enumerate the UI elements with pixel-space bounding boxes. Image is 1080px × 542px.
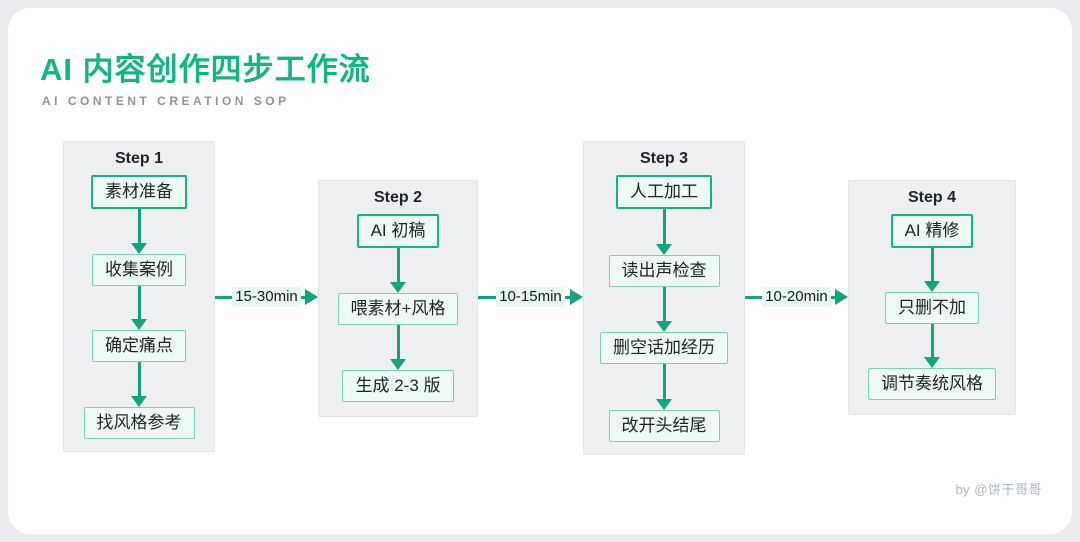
connector-label: 10-15min <box>496 287 565 307</box>
down-arrow-icon <box>584 209 744 255</box>
flow-box: 只删不加 <box>885 292 979 324</box>
flow-box: 调节奏统风格 <box>868 368 996 400</box>
flow-box: AI 精修 <box>890 214 974 248</box>
flow-box: 删空话加经历 <box>600 332 728 365</box>
down-arrow-icon <box>64 285 214 331</box>
right-arrowhead-icon <box>570 289 583 305</box>
page-subtitle: AI CONTENT CREATION SOP <box>42 94 290 108</box>
connector-arrow-3: 10-20min <box>745 286 848 308</box>
column-header: Step 3 <box>639 150 688 167</box>
flow-box: 改开头结尾 <box>608 410 720 443</box>
down-arrow-icon <box>64 209 214 254</box>
flow-box: 喂素材+风格 <box>337 293 459 325</box>
connector-arrow-1: 15-30min <box>215 286 318 308</box>
down-arrow-icon <box>849 248 1015 292</box>
credit-byline: by @饼干哥哥 <box>955 482 1042 497</box>
right-arrowhead-icon <box>305 289 318 305</box>
down-arrow-icon <box>319 325 477 370</box>
flow-column-step-2: Step 2 AI 初稿 喂素材+风格 生成 2-3 版 <box>318 180 478 417</box>
page-title: AI 内容创作四步工作流 <box>40 52 371 87</box>
connector-label: 15-30min <box>232 287 301 307</box>
column-header: Step 1 <box>114 150 163 167</box>
flow-column-step-3: Step 3 人工加工 读出声检查 删空话加经历 改开头结尾 <box>583 141 745 455</box>
flow-box: 人工加工 <box>616 175 712 209</box>
column-header: Step 2 <box>373 189 422 206</box>
flow-box: 读出声检查 <box>608 254 720 287</box>
down-arrow-icon <box>584 364 744 410</box>
flow-box: 素材准备 <box>91 175 187 209</box>
flow-column-step-4: Step 4 AI 精修 只删不加 调节奏统风格 <box>848 180 1016 415</box>
connector-label: 10-20min <box>762 287 831 307</box>
flow-box: 确定痛点 <box>92 330 186 363</box>
infographic-card: AI 内容创作四步工作流 AI CONTENT CREATION SOP Ste… <box>8 8 1072 534</box>
flow-box: AI 初稿 <box>356 214 440 248</box>
right-arrowhead-icon <box>835 289 848 305</box>
down-arrow-icon <box>64 362 214 407</box>
flow-box: 生成 2-3 版 <box>342 370 454 402</box>
down-arrow-icon <box>849 324 1015 368</box>
flow-column-step-1: Step 1 素材准备 收集案例 确定痛点 找风格参考 <box>63 141 215 452</box>
flow-box: 收集案例 <box>92 253 186 286</box>
flow-box: 找风格参考 <box>83 407 195 440</box>
down-arrow-icon <box>319 248 477 293</box>
column-header: Step 4 <box>907 189 956 206</box>
down-arrow-icon <box>584 286 744 333</box>
connector-arrow-2: 10-15min <box>478 286 583 308</box>
